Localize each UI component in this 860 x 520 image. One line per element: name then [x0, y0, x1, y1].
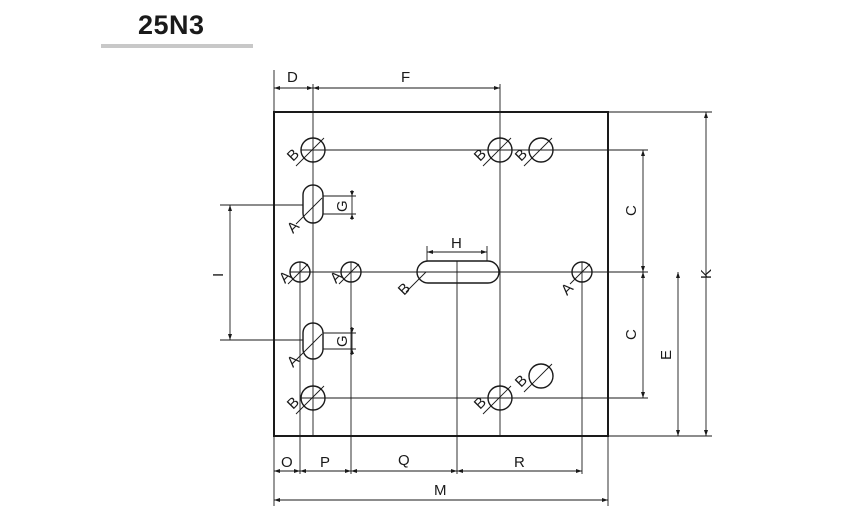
hole-b-bottom-right [528, 363, 554, 389]
dim-label-i: I [210, 273, 227, 277]
dim-label-k: K [698, 269, 715, 279]
dim-label-c-lower: C [623, 329, 640, 340]
title-underline [101, 44, 253, 48]
dim-label-g-top: G [334, 200, 351, 212]
dim-label-p: P [320, 454, 330, 471]
dim-label-r: R [514, 454, 525, 471]
dim-label-f: F [401, 69, 410, 86]
dimension-lines [228, 86, 708, 502]
dimension-labels: D F H G G I C C E K O P Q R M [210, 69, 715, 499]
label-b-slot-center: B [395, 280, 414, 299]
dim-label-g-bottom: G [334, 335, 351, 347]
hole-centerlines [290, 136, 592, 412]
dim-label-d: D [287, 69, 298, 86]
dim-label-c-upper: C [623, 205, 640, 216]
plate-outline [273, 111, 609, 437]
leader-lines [287, 137, 591, 415]
dim-label-m: M [434, 482, 447, 499]
reference-lines [220, 70, 712, 506]
dim-label-q: Q [398, 452, 410, 469]
dim-label-e: E [658, 350, 675, 360]
drawing-title: 25N3 [138, 10, 205, 40]
label-a-right: A [558, 280, 577, 299]
dim-label-h: H [451, 235, 462, 252]
dim-label-o: O [281, 454, 293, 471]
